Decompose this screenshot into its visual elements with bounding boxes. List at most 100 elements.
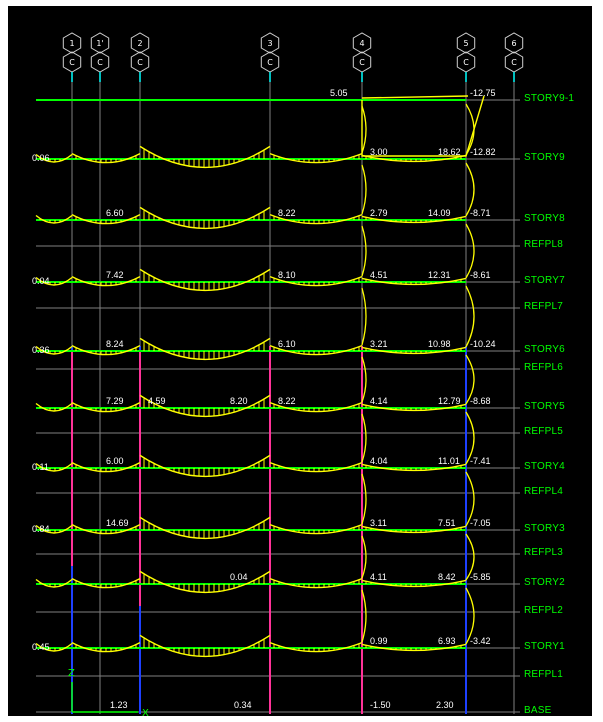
moment-curve [361, 105, 367, 154]
moment-value: 8.22 [278, 208, 296, 218]
moment-curve [465, 223, 475, 279]
gridline-label: 4 [359, 39, 364, 48]
moment-curve [139, 268, 271, 291]
moment-value: -7.05 [470, 518, 491, 528]
moment-curve [361, 403, 467, 412]
moment-curve [361, 164, 367, 215]
gridline-bubble [62, 32, 82, 54]
z-axis-label: Z [68, 668, 75, 679]
gridline-label: 2 [137, 39, 142, 48]
moment-curve [139, 634, 271, 657]
moment-value: 4.11 [370, 572, 387, 582]
moment-curve [361, 215, 467, 224]
gridline-bubble [352, 32, 372, 54]
moment-curve [361, 95, 469, 99]
end-moment-value: 0.04 [32, 276, 50, 286]
gridline-bubble [130, 32, 150, 54]
support-label: C [267, 58, 273, 67]
story-label: REFPL5 [524, 426, 563, 437]
moment-value: 8.10 [278, 270, 296, 280]
moment-curve [361, 643, 467, 652]
moment-value: 4.59 [148, 396, 166, 406]
moment-curve [35, 153, 73, 163]
gridline-bubble [90, 32, 110, 54]
story-label: REFPL4 [524, 486, 563, 497]
moment-value: 7.29 [106, 396, 124, 406]
moment-curve [139, 570, 271, 593]
moment-curve [139, 337, 271, 360]
gridline-label: 6 [511, 39, 516, 48]
story-label: REFPL3 [524, 547, 563, 558]
gridline-label: 1' [96, 39, 103, 48]
moment-value: 8.22 [278, 396, 296, 406]
moment-value: -1.50 [370, 700, 391, 710]
story-label: STORY3 [524, 523, 565, 534]
story-label: STORY6 [524, 344, 565, 355]
moment-curve [35, 402, 73, 412]
moment-curve [139, 394, 271, 417]
moment-curve [465, 471, 475, 527]
support-label: C [511, 58, 517, 67]
story-label: STORY7 [524, 275, 565, 286]
moment-value: 11.01 [438, 456, 460, 466]
moment-value: 6.10 [278, 339, 296, 349]
moment-value: 8.42 [438, 572, 456, 582]
moment-value: 5.05 [330, 88, 348, 98]
story-label: STORY2 [524, 577, 565, 588]
moment-curve [35, 214, 73, 224]
moment-curve [35, 578, 73, 588]
moment-curve [35, 462, 73, 472]
story-label: REFPL6 [524, 362, 563, 373]
moment-curve [361, 277, 467, 286]
gridline-label: 5 [463, 39, 468, 48]
story-label: REFPL2 [524, 605, 563, 616]
end-moment-value: 0.84 [32, 524, 50, 534]
story-label: REFPL7 [524, 301, 563, 312]
moment-value: -3.42 [470, 636, 491, 646]
gridline-label: 1 [69, 39, 74, 48]
moment-curve [35, 524, 73, 534]
moment-curve [465, 411, 475, 465]
moment-value: 12.79 [438, 396, 461, 406]
moment-value: 4.14 [370, 396, 388, 406]
moment-value: 6.60 [106, 208, 124, 218]
moment-value: -8.71 [470, 208, 491, 218]
moment-curve [139, 516, 271, 539]
moment-value: 8.20 [230, 396, 248, 406]
story-label: STORY4 [524, 461, 565, 472]
moment-value: 2.79 [370, 208, 388, 218]
moment-curve [465, 354, 475, 405]
moment-curve [139, 206, 271, 229]
support-label: C [359, 58, 365, 67]
end-moment-value: 0.45 [32, 642, 50, 652]
moment-value: -12.82 [470, 147, 496, 157]
moment-curve [465, 587, 475, 645]
moment-curve [465, 162, 475, 217]
end-moment-value: 0.06 [32, 153, 50, 163]
support-label: C [69, 58, 75, 67]
story-label: STORY8 [524, 213, 565, 224]
moment-value: 2.30 [436, 700, 454, 710]
moment-value: -10.24 [470, 339, 496, 349]
moment-value: 0.34 [234, 700, 252, 710]
moment-curve [465, 285, 475, 348]
x-axis-label: X [142, 708, 149, 716]
story-label: STORY1 [524, 641, 565, 652]
moment-curve [361, 535, 367, 579]
support-label: C [137, 58, 143, 67]
moment-value: 10.98 [428, 339, 451, 349]
moment-value: -5.85 [470, 572, 491, 582]
moment-curve [465, 103, 475, 156]
story-label: BASE [524, 705, 552, 716]
moment-curve [35, 642, 73, 652]
moment-value: 6.00 [106, 456, 124, 466]
moment-curve [139, 454, 271, 477]
moment-value: 14.09 [428, 208, 451, 218]
gridline-bubble [504, 32, 524, 54]
moment-value: 0.04 [230, 572, 248, 582]
gridline-bubble [260, 32, 280, 54]
moment-value: 7.51 [438, 518, 456, 528]
story-label: STORY9-1 [524, 93, 575, 104]
